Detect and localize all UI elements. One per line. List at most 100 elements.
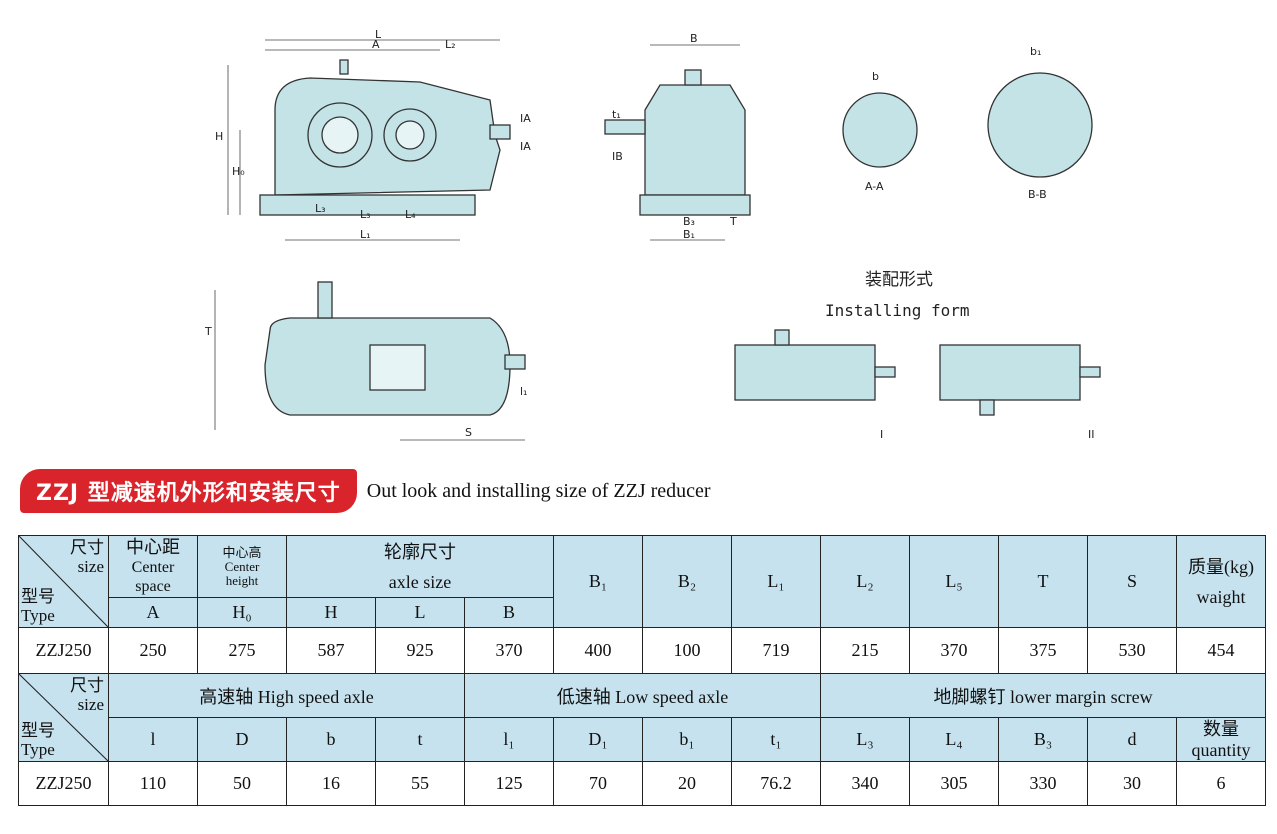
dim-label-h0: H₀ [232, 165, 245, 178]
cell-d1: 70 [553, 761, 644, 806]
cell-d: 50 [197, 761, 287, 806]
dim-label-t: T [204, 325, 212, 338]
cell-s: 530 [1087, 627, 1178, 674]
header-l4: L₄ [909, 717, 1000, 762]
installing-form-1 [734, 329, 896, 401]
dim-label-l1: L₁ [360, 228, 371, 241]
section-mark-a-bottom: IA [520, 140, 531, 153]
dim-label-b1: B₁ [683, 228, 695, 241]
section-mark-b: IB [612, 150, 623, 163]
header-l5: L₅ [909, 535, 1000, 628]
header-center-height: 中心高 Center height [197, 535, 287, 598]
header-weight: 质量(kg) waight [1176, 535, 1267, 628]
installing-form-title-en: Installing form [825, 301, 970, 320]
corner-diagonal-2 [19, 674, 108, 761]
dim-label-t1: t₁ [612, 108, 621, 121]
header-l3: L₃ [820, 717, 911, 762]
installing-form-1-label: I [880, 428, 883, 441]
corner-size-en-1: size [77, 557, 104, 576]
header-b2: B₂ [642, 535, 733, 628]
cell-t: 375 [998, 627, 1089, 674]
cell-l4: 305 [909, 761, 1000, 806]
header-axle-size: 轮廓尺寸 axle size [285, 535, 555, 598]
corner-size-cn-1: 尺寸 [70, 538, 104, 557]
dim-label-l3-inner: L₃ [360, 208, 371, 221]
corner-type-cn-1: 型号 [21, 587, 55, 606]
dim-label-a: A [372, 38, 380, 51]
cell-l-small: 110 [108, 761, 198, 806]
dim-label-l3: L₃ [315, 202, 326, 215]
section-a-a-shape [842, 92, 918, 168]
cell-a: 250 [108, 627, 198, 674]
dim-label-t-small: T [729, 215, 737, 228]
cell-l5: 370 [909, 627, 1000, 674]
cell-h0: 275 [197, 627, 287, 674]
section-label-b-b: B-B [1028, 188, 1047, 201]
installing-form-2 [939, 344, 1101, 416]
dim-label-l1-small: l₁ [520, 385, 527, 398]
corner-type-en-1: Type [21, 606, 55, 625]
header-quantity: 数量 quantity [1176, 717, 1267, 762]
top-view [264, 281, 526, 416]
cell-weight: 454 [1176, 627, 1267, 674]
header-d1: D₁ [553, 717, 644, 762]
cell-b: 370 [463, 627, 555, 674]
header-l: L [375, 597, 465, 628]
front-view [259, 59, 511, 216]
cell-t-small: 55 [375, 761, 465, 806]
cell-l: 925 [375, 627, 465, 674]
header-b1: B₁ [553, 535, 644, 628]
header-b-small: b [286, 717, 376, 762]
dim-label-l: L [375, 28, 382, 41]
header-l-small: l [108, 717, 198, 762]
table-row: ZZJ250 110 50 16 55 125 70 20 76.2 340 3… [18, 761, 1267, 806]
header-h0-symbol: H₀ [197, 597, 287, 628]
cell-b1-small: 20 [642, 761, 733, 806]
header-b: B [463, 597, 555, 628]
cell-b-small: 16 [286, 761, 376, 806]
side-view [604, 69, 751, 216]
cell-t1-small: 76.2 [731, 761, 822, 806]
header-t: T [998, 535, 1089, 628]
section-mark-a-top: IA [520, 112, 531, 125]
cell-b1: 400 [553, 627, 644, 674]
cell-l1: 719 [731, 627, 822, 674]
technical-drawing: L A L₂ H H₀ L₃ L₃ L₄ L₁ IA IA B t₁ IB B₃… [204, 28, 1101, 441]
dim-label-b-small: b [872, 70, 879, 83]
cell-b3: 330 [998, 761, 1089, 806]
cell-type: ZZJ250 [18, 761, 109, 806]
header-b3: B₃ [998, 717, 1089, 762]
cell-l2: 215 [820, 627, 911, 674]
header-lower-margin-screw: 地脚螺钉 lower margin screw [820, 673, 1267, 718]
header-a-symbol: A [108, 597, 198, 628]
installing-form-2-label: II [1088, 428, 1095, 441]
section-title-cn: ZZJ 型减速机外形和安装尺寸 [20, 469, 357, 513]
dim-label-h: H [215, 130, 223, 143]
corner-size-en-2: size [77, 695, 104, 714]
dim-label-b1-section: b₁ [1030, 45, 1041, 58]
cell-type: ZZJ250 [18, 627, 109, 674]
header-t1-small: t₁ [731, 717, 822, 762]
header-l1-small: l₁ [463, 717, 555, 762]
dim-label-b3: B₃ [683, 215, 695, 228]
cell-l1-small: 125 [463, 761, 555, 806]
header-t-small: t [375, 717, 465, 762]
header-l2: L₂ [820, 535, 911, 628]
section-title: ZZJ 型减速机外形和安装尺寸 Out look and installing … [20, 469, 711, 513]
corner-type-en-2: Type [21, 740, 55, 759]
table-row: ZZJ250 250 275 587 925 370 400 100 719 2… [18, 627, 1267, 674]
installing-form-title-cn: 装配形式 [865, 270, 933, 290]
dim-label-l2: L₂ [445, 38, 456, 51]
dim-label-b: B [690, 32, 698, 45]
section-b-b-shape [987, 72, 1093, 178]
header-d-small: d [1087, 717, 1178, 762]
corner-diagonal-1 [19, 536, 108, 627]
header-high-speed-axle: 高速轴 High speed axle [108, 673, 465, 718]
cell-b2: 100 [642, 627, 733, 674]
cell-h: 587 [286, 627, 376, 674]
dim-label-l4: L₄ [405, 208, 416, 221]
header-center-space: 中心距 Center space [108, 535, 198, 598]
cell-d-small: 30 [1087, 761, 1178, 806]
